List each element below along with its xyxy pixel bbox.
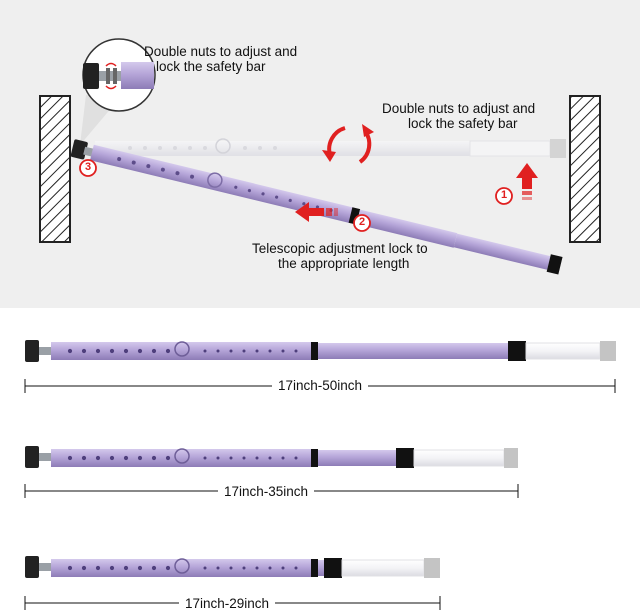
- step-1-label: 1: [500, 189, 508, 201]
- bar-size-29: [25, 556, 440, 578]
- tilted-safety-bar: [70, 139, 563, 275]
- callout-double-nuts-right: Double nuts to adjust and lock the safet…: [382, 101, 535, 131]
- push-left-arrow-icon: [295, 202, 338, 222]
- right-wall: [569, 95, 601, 243]
- size-label-29: 17inch-29inch: [179, 596, 276, 611]
- callout-line: lock the safety bar: [408, 116, 518, 131]
- callout-double-nuts-zoom: Double nuts to adjust and lock the safet…: [144, 44, 297, 74]
- callout-line: Telescopic adjustment lock to: [252, 241, 428, 256]
- zoom-callout: [80, 38, 156, 145]
- push-up-arrow-icon: [516, 163, 538, 200]
- ghost-bar-horizontal: [95, 138, 566, 158]
- callout-telescopic-lock: Telescopic adjustment lock to the approp…: [252, 241, 428, 271]
- bar-size-50: [25, 340, 616, 362]
- left-wall: [39, 95, 71, 243]
- size-label-35: 17inch-35inch: [218, 484, 315, 499]
- rotate-arrows-icon: [322, 124, 374, 164]
- bar-size-35: [25, 446, 518, 468]
- size-label-50: 17inch-50inch: [272, 378, 369, 393]
- callout-line: Double nuts to adjust and: [382, 101, 536, 116]
- step-2-label: 2: [358, 216, 366, 228]
- step-1-marker: [495, 187, 513, 205]
- step-3-label: 3: [84, 161, 92, 173]
- step-3-marker: [79, 159, 97, 177]
- step-2-marker: [353, 214, 371, 232]
- callout-line: lock the safety bar: [156, 59, 266, 74]
- callout-line: the appropriate length: [278, 256, 410, 271]
- callout-line: Double nuts to adjust and: [144, 44, 298, 59]
